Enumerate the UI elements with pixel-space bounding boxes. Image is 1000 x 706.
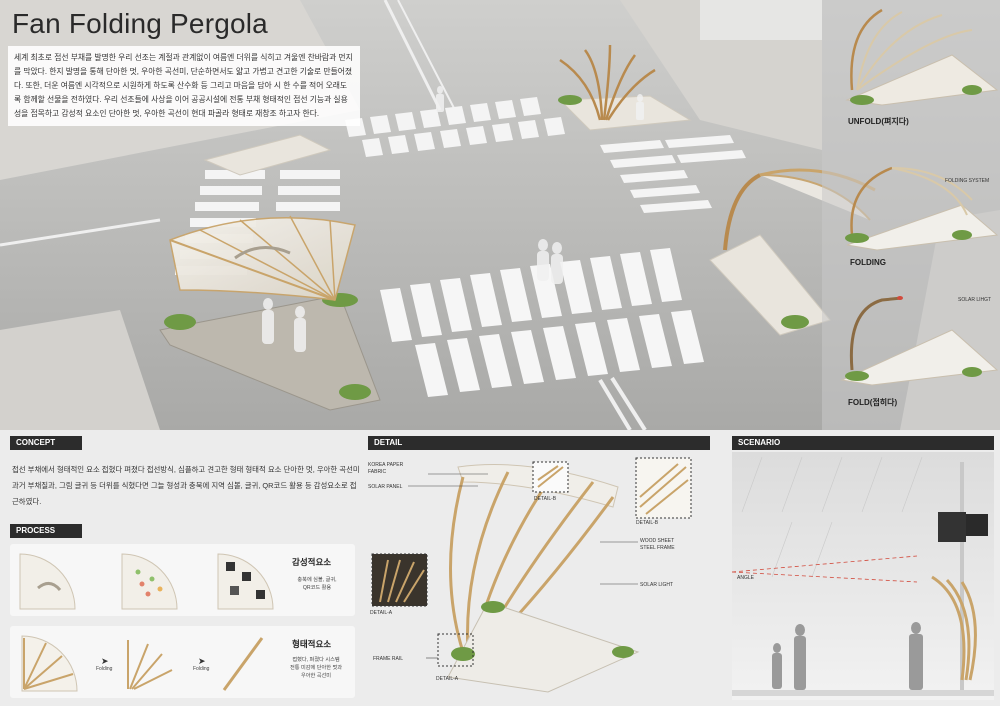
callout-wood-sheet-line: STEEL FRAME bbox=[640, 545, 675, 551]
process-row2-desc: 접혔다, 펴졌다 시스템 전통 미감에 단아한 멋과 우아한 곡선미 bbox=[278, 656, 354, 680]
unfold-illustration bbox=[845, 8, 999, 106]
callout-wood-sheet: WOOD SHEET STEEL FRAME bbox=[640, 538, 675, 552]
label-folding: FOLDING bbox=[850, 258, 886, 267]
fold-sequence-illustration bbox=[840, 8, 999, 386]
fan-plain bbox=[19, 553, 76, 610]
fan-qr-codes bbox=[217, 553, 274, 610]
building bbox=[700, 0, 822, 40]
crosswalk-right bbox=[600, 135, 746, 213]
label-fold: FOLD(접히다) bbox=[848, 398, 898, 407]
folding-illustration bbox=[845, 166, 999, 251]
callout-wood-sheet-line: WOOD SHEET bbox=[640, 538, 675, 544]
fan-symbols bbox=[121, 553, 178, 610]
callout-frame-rail: FRAME RAIL bbox=[373, 656, 404, 662]
fan-pergola-left bbox=[169, 215, 356, 301]
callout-korea-paper-line: KOREA PAPER bbox=[368, 462, 404, 468]
label-solar-light: SOLAR LIHGT bbox=[958, 297, 992, 303]
fan-pergola-top-right bbox=[559, 44, 656, 121]
fold-sequence-panel bbox=[822, 0, 1000, 430]
process-row2-desc-line: 우아한 곡선미 bbox=[300, 673, 332, 679]
callout-detail-a: DETAIL-A bbox=[436, 676, 459, 682]
process-row1-title: 감성적요소 bbox=[292, 557, 332, 567]
island-top-right bbox=[558, 95, 692, 131]
hero-rendering bbox=[0, 0, 1000, 430]
page-title: Fan Folding Pergola bbox=[12, 8, 268, 39]
svg-text:➤: ➤ bbox=[198, 656, 206, 666]
crosswalk-bottom bbox=[380, 248, 704, 397]
callout-korea-paper: KOREA PAPER FABRIC bbox=[368, 462, 403, 476]
fan-closed bbox=[222, 637, 264, 691]
process-row1-desc: 충북에 심볼, 글귀, QR코드 활용 bbox=[282, 576, 352, 592]
process-row2-desc-line: 전통 미감에 단아한 멋과 bbox=[289, 665, 343, 671]
callout-solar-light: SOLAR LIGHT bbox=[640, 582, 674, 588]
section-scenario-heading: SCENARIO bbox=[732, 436, 994, 450]
emotional-element-fans bbox=[19, 553, 274, 610]
section-process-heading: PROCESS bbox=[10, 524, 82, 538]
scenario-illustration bbox=[732, 452, 994, 700]
callout-detail-b: DETAIL-B bbox=[534, 496, 557, 502]
process-row1-desc-line: QR코드 활용 bbox=[302, 585, 332, 591]
intro-text: 세계 최초로 접선 부채를 발명한 우리 선조는 계절과 관계없이 여름엔 더위… bbox=[8, 46, 360, 126]
crosswalk-top bbox=[345, 97, 565, 157]
callout-solar-panel: SOLAR PANEL bbox=[368, 484, 403, 490]
process-row-formal: ➤ ➤ Folding Folding 형태적요소 접혔다, 펴졌다 시스템 전… bbox=[10, 626, 355, 698]
folding-label-2: Folding bbox=[193, 666, 210, 672]
section-concept-heading: CONCEPT bbox=[10, 436, 82, 450]
concept-text: 접선 부채에서 형태적인 요소 접혔다 펴졌다 접선방식, 심플하고 견고한 형… bbox=[12, 465, 360, 506]
section-detail-heading: DETAIL bbox=[368, 436, 710, 450]
fold-illustration bbox=[840, 296, 999, 386]
process-row-emotional: 감성적요소 충북에 심볼, 글귀, QR코드 활용 bbox=[10, 544, 355, 616]
label-unfold: UNFOLD(펴지다) bbox=[848, 117, 909, 126]
folding-label-1: Folding bbox=[96, 666, 113, 672]
callout-angle: ANGLE bbox=[737, 575, 754, 581]
process-row1-desc-line: 충북에 심볼, 글귀, bbox=[297, 577, 337, 583]
callout-korea-paper-line: FABRIC bbox=[368, 469, 387, 475]
process-row2-desc-line: 접혔다, 펴졌다 시스템 bbox=[292, 657, 340, 663]
detail-illustration bbox=[371, 457, 692, 693]
callout-detail-b-large: DETAIL-B bbox=[636, 520, 659, 526]
island-bottom-left bbox=[159, 294, 381, 411]
sidewalk-bottom-left bbox=[0, 310, 160, 430]
svg-text:➤: ➤ bbox=[101, 656, 109, 666]
callout-detail-a-large: DETAIL-A bbox=[370, 610, 393, 616]
formal-element-fans: ➤ ➤ bbox=[21, 635, 264, 692]
fan-ribs bbox=[127, 640, 173, 690]
fan-open bbox=[21, 635, 78, 692]
process-row2-title: 형태적요소 bbox=[292, 639, 332, 649]
pedestrians bbox=[262, 86, 644, 352]
island-top-left bbox=[203, 134, 332, 176]
label-folding-system: FOLDING SYSTEM bbox=[945, 178, 990, 184]
